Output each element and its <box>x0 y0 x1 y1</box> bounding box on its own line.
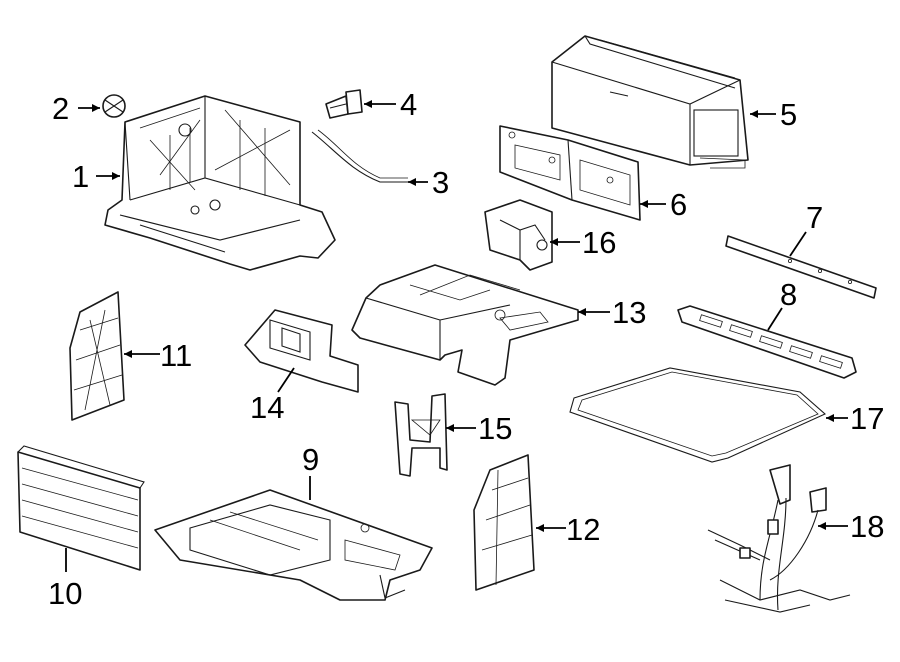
callout-4: 4 <box>400 87 417 122</box>
callout-11: 11 <box>160 338 192 373</box>
part-5-battery-pack <box>551 35 749 169</box>
callout-9: 9 <box>302 442 319 477</box>
part-8-slotted-bar <box>677 305 857 379</box>
part-18-wiring-harness <box>707 464 851 613</box>
leader-lines <box>65 100 848 572</box>
part-4-bolt <box>325 89 363 119</box>
part-16-bracket <box>484 199 553 271</box>
callout-16: 16 <box>582 225 616 260</box>
callout-14: 14 <box>250 390 284 425</box>
part-7-strip <box>725 235 877 299</box>
part-10-access-panel <box>17 445 145 571</box>
part-12-side-panel <box>473 454 535 591</box>
callout-12: 12 <box>566 512 600 547</box>
part-17-seal <box>569 367 827 463</box>
part-6-battery-tray <box>499 125 641 221</box>
part-9-rear-floor <box>154 489 433 601</box>
callout-8: 8 <box>780 277 797 312</box>
callout-1: 1 <box>72 159 89 194</box>
part-13-floor-panel <box>351 264 579 386</box>
callout-7: 7 <box>806 200 823 235</box>
part-14-duct <box>244 309 359 393</box>
callout-2: 2 <box>52 91 69 126</box>
callout-10: 10 <box>48 576 82 611</box>
callout-18: 18 <box>850 509 884 544</box>
part-15-bracket <box>394 393 448 477</box>
part-1-storage-tub <box>104 95 336 271</box>
callout-5: 5 <box>780 97 797 132</box>
part-2-plug <box>102 94 126 118</box>
callout-17: 17 <box>850 401 884 436</box>
callout-6: 6 <box>670 187 687 222</box>
part-11-side-panel <box>69 291 125 421</box>
callout-3: 3 <box>432 165 449 200</box>
part-3-strap <box>311 129 408 183</box>
callout-15: 15 <box>478 411 512 446</box>
callout-13: 13 <box>612 295 646 330</box>
callout-labels: 1 2 3 4 5 6 7 8 9 10 11 12 13 14 15 16 1… <box>48 87 884 611</box>
